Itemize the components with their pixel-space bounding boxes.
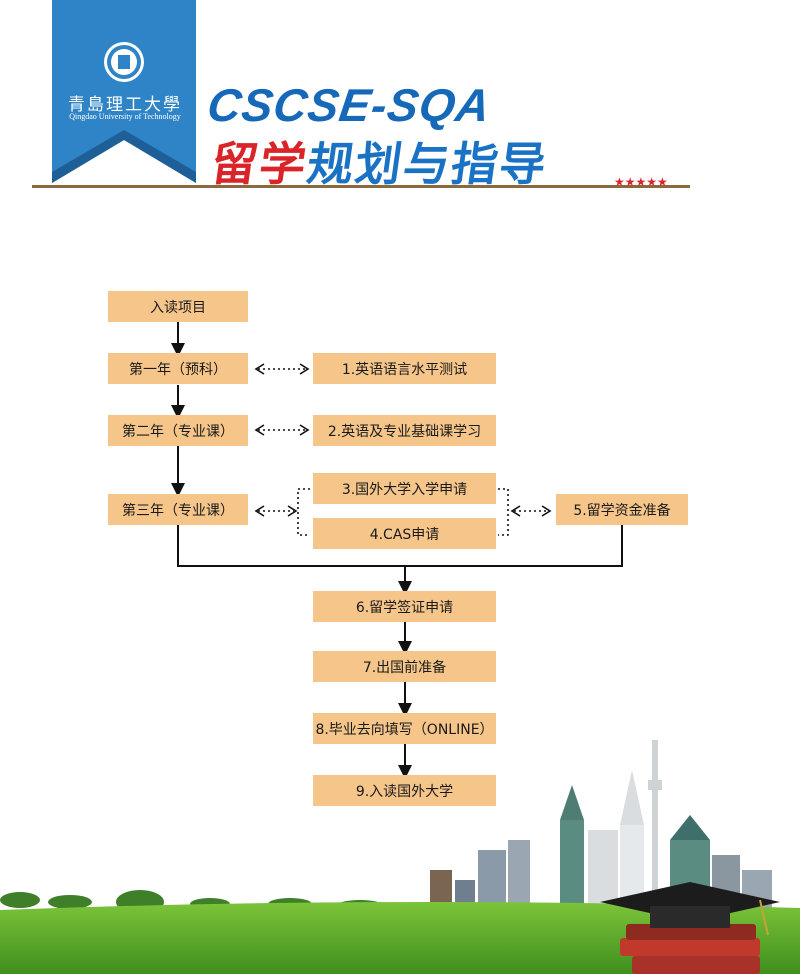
box-enroll: 入读项目	[108, 291, 248, 322]
box-step1: 1.英语语言水平测试	[313, 353, 496, 384]
scenery-illustration	[0, 740, 800, 974]
university-name-en: Qingdao University of Technology	[69, 112, 181, 121]
graduation-cap-books-icon	[600, 882, 780, 974]
header-divider	[32, 185, 690, 188]
university-ribbon	[52, 0, 196, 183]
university-seal-icon	[104, 42, 144, 82]
box-step3: 3.国外大学入学申请	[313, 473, 496, 504]
box-step5: 5.留学资金准备	[556, 494, 688, 525]
box-step7: 7.出国前准备	[313, 651, 496, 682]
university-name-cn: 青島理工大學	[68, 95, 182, 115]
box-step8: 8.毕业去向填写（ONLINE）	[313, 713, 496, 744]
box-year3: 第三年（专业课）	[108, 494, 248, 525]
grass-field-icon	[0, 901, 800, 974]
merge-line	[177, 525, 623, 567]
city-skyline-icon	[430, 740, 772, 910]
box-year2: 第二年（专业课）	[108, 415, 248, 446]
box-step4: 4.CAS申请	[313, 518, 496, 549]
box-step9: 9.入读国外大学	[313, 775, 496, 806]
box-step2: 2.英语及专业基础课学习	[313, 415, 496, 446]
box-step6: 6.留学签证申请	[313, 591, 496, 622]
rating-stars: ★★★★★	[614, 175, 668, 189]
box-year1: 第一年（预科）	[108, 353, 248, 384]
